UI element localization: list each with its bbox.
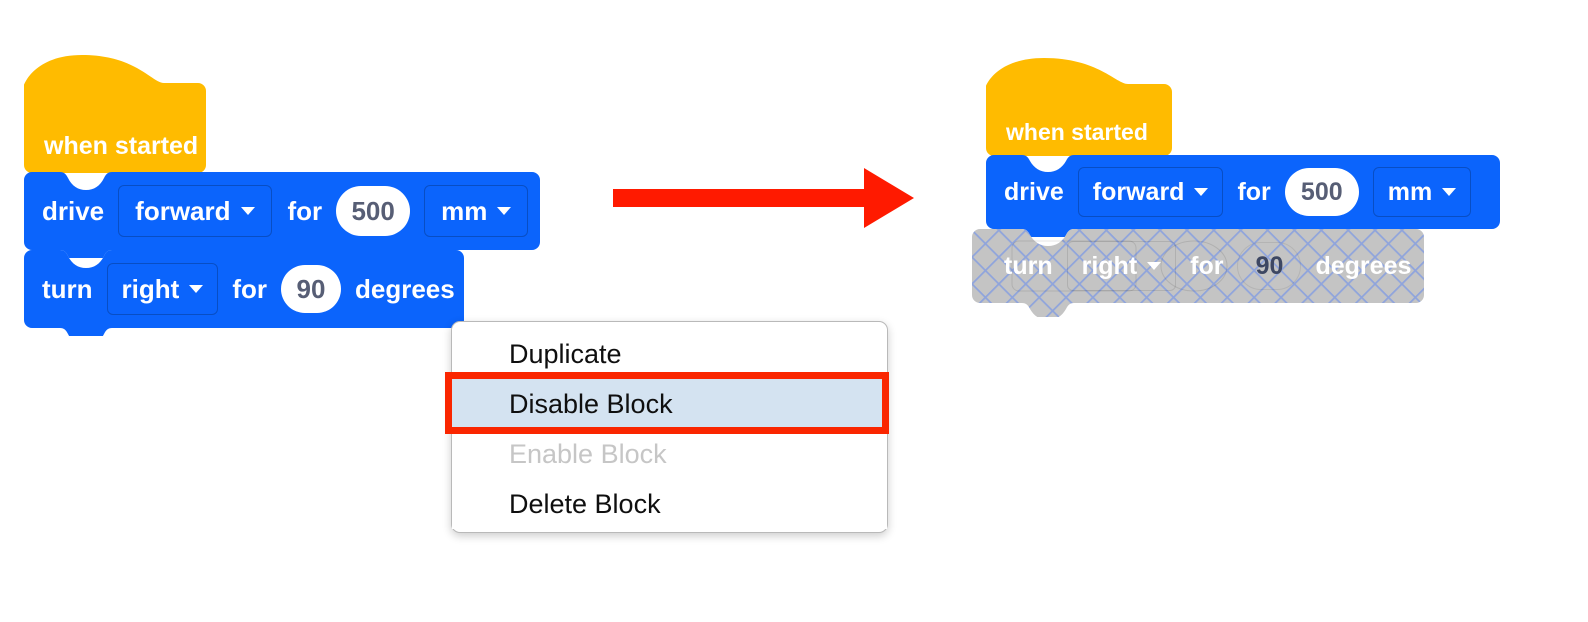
- menu-item-delete-block[interactable]: Delete Block: [452, 479, 887, 529]
- chevron-down-icon: [1442, 188, 1457, 196]
- turn-verb-label: turn: [42, 273, 93, 304]
- chevron-down-icon: [189, 285, 204, 293]
- turn-for-label: for: [232, 273, 267, 304]
- turn-direction-value: right: [1081, 251, 1138, 280]
- turn-block-shape: [24, 250, 464, 336]
- turn-block-row: turn right for 90 degrees: [24, 250, 469, 328]
- chevron-down-icon: [1147, 262, 1162, 270]
- turn-amount-input[interactable]: 90: [280, 265, 341, 313]
- drive-direction-value: forward: [135, 195, 231, 226]
- menu-item-delete-block-label: Delete Block: [509, 488, 661, 519]
- drive-for-label: for: [1237, 177, 1271, 206]
- when-started-hat-block[interactable]: when started: [24, 55, 206, 173]
- drive-for-label: for: [287, 195, 323, 226]
- turn-verb-label: turn: [1004, 251, 1053, 280]
- block-context-menu[interactable]: Duplicate Disable Block Enable Block Del…: [445, 321, 889, 533]
- drive-verb-label: drive: [1004, 177, 1064, 206]
- arrow-right-icon: [613, 168, 914, 228]
- chevron-down-icon: [497, 207, 512, 215]
- drive-distance-input[interactable]: 500: [1284, 168, 1359, 216]
- menu-item-duplicate-label: Duplicate: [509, 338, 622, 369]
- hat-block-label: when started: [44, 132, 199, 160]
- chevron-down-icon: [240, 207, 255, 215]
- drive-block-row: drive forward for 500 mm: [986, 155, 1472, 229]
- chevron-down-icon: [1194, 188, 1209, 196]
- menu-item-disable-block-label: Disable Block: [509, 388, 673, 419]
- drive-verb-label: drive: [42, 195, 105, 226]
- drive-block-shape: [24, 172, 540, 258]
- turn-block-row: turn right for 90 degrees: [972, 229, 1425, 303]
- drive-unit-value: mm: [1387, 177, 1433, 206]
- drive-block-row: drive forward for 500 mm: [24, 172, 529, 250]
- hat-block-shape: [986, 58, 1172, 156]
- drive-unit-value: mm: [441, 195, 488, 226]
- menu-item-disable-block[interactable]: Disable Block: [452, 379, 887, 429]
- drive-block[interactable]: drive forward for 500 mm: [24, 172, 540, 258]
- turn-block-disabled[interactable]: turn right for 90 degrees: [972, 229, 1425, 317]
- turn-amount-input[interactable]: 90: [1237, 242, 1302, 290]
- drive-unit-dropdown[interactable]: mm: [424, 185, 529, 237]
- menu-item-enable-block: Enable Block: [452, 429, 887, 479]
- turn-degrees-label: degrees: [1315, 251, 1412, 280]
- menu-item-duplicate[interactable]: Duplicate: [452, 329, 887, 379]
- drive-direction-dropdown[interactable]: forward: [118, 185, 272, 237]
- drive-distance-input[interactable]: 500: [336, 186, 411, 236]
- turn-direction-dropdown[interactable]: right: [106, 263, 219, 315]
- turn-block[interactable]: turn right for 90 degrees: [24, 250, 464, 336]
- drive-direction-dropdown[interactable]: forward: [1077, 167, 1224, 217]
- turn-direction-dropdown[interactable]: right: [1066, 241, 1177, 291]
- drive-unit-dropdown[interactable]: mm: [1372, 167, 1472, 217]
- drive-block-shape: [986, 155, 1500, 237]
- transition-arrow: [610, 160, 918, 236]
- turn-direction-value: right: [121, 273, 180, 304]
- drive-direction-value: forward: [1092, 177, 1185, 206]
- hat-block-shape: [24, 55, 206, 173]
- hat-block-label: when started: [1006, 119, 1148, 145]
- turn-for-label: for: [1190, 251, 1224, 280]
- drive-block[interactable]: drive forward for 500 mm: [986, 155, 1500, 237]
- turn-degrees-label: degrees: [354, 273, 455, 304]
- turn-block-disabled-shape: [972, 229, 1424, 317]
- menu-item-enable-block-label: Enable Block: [509, 438, 667, 469]
- when-started-hat-block[interactable]: when started: [986, 58, 1172, 156]
